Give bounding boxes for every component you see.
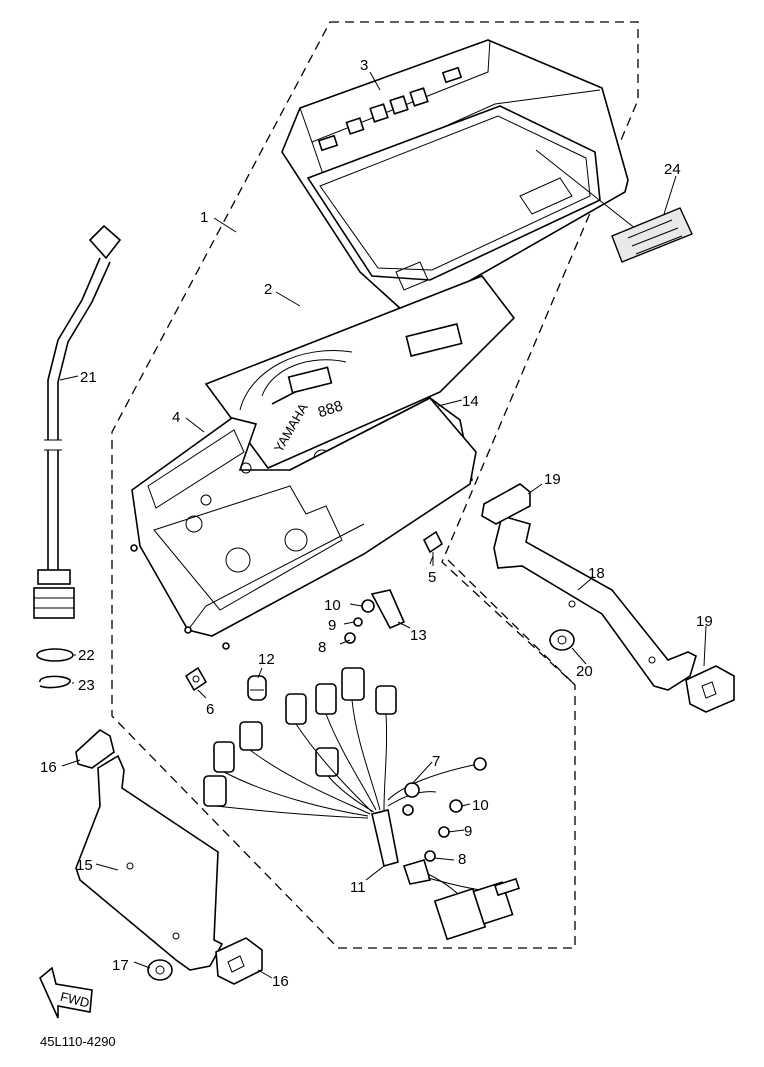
rubber-mount-19b [685, 665, 735, 713]
callout-3: 3 [360, 57, 368, 74]
washer-10b [449, 799, 463, 813]
callout-5: 5 [428, 569, 436, 586]
face-plate: 888 YAMAHA [204, 275, 516, 469]
nut-8b [424, 850, 436, 862]
callout-2: 2 [264, 281, 272, 298]
meter-cover [281, 39, 661, 311]
callout-1: 1 [200, 209, 208, 226]
callout-11: 11 [350, 879, 366, 896]
forward-arrow-icon: FWD [39, 966, 93, 1019]
leader-lines [59, 71, 707, 979]
left-bracket [75, 754, 224, 971]
callout-9b: 9 [464, 823, 472, 840]
callout-20: 20 [576, 663, 593, 680]
callout-16a: 16 [40, 759, 57, 776]
callout-8a: 8 [318, 639, 326, 656]
callout-7: 7 [432, 753, 440, 770]
callout-17: 17 [112, 957, 129, 974]
callout-24: 24 [664, 161, 681, 178]
washer-9b [438, 826, 450, 838]
callout-15: 15 [76, 857, 93, 874]
wire-clip [344, 589, 406, 644]
callout-13: 13 [410, 627, 427, 644]
bulb [247, 675, 267, 701]
callout-4: 4 [172, 409, 180, 426]
callout-19a: 19 [544, 471, 561, 488]
nut-17 [147, 959, 173, 981]
screw-5 [422, 530, 444, 566]
callout-19b: 19 [696, 613, 713, 630]
callout-18: 18 [588, 565, 605, 582]
callout-21: 21 [80, 369, 97, 386]
meter-case [130, 396, 477, 650]
speedometer-cable [33, 224, 122, 619]
rubber-mount-16a [75, 729, 115, 769]
right-bracket [493, 515, 697, 691]
o-ring [36, 648, 74, 662]
callout-8b: 8 [458, 851, 466, 868]
wiring-harness [203, 667, 521, 941]
rubber-mount-19a [481, 483, 531, 525]
callout-16b: 16 [272, 973, 289, 990]
nut-20 [549, 629, 575, 651]
label-plate [611, 207, 693, 263]
callout-12: 12 [258, 651, 275, 668]
callout-6: 6 [206, 701, 214, 718]
circlip [39, 675, 71, 689]
rubber-mount-16b [215, 937, 263, 985]
callout-22: 22 [78, 647, 95, 664]
bulb-socket [184, 666, 208, 692]
callouts: 1 2 3 4 5 6 7 8 8 9 9 10 10 11 12 13 14 … [40, 57, 713, 990]
digit-readout: 888 [316, 397, 345, 421]
assembly-boundary [111, 21, 639, 949]
callout-14: 14 [462, 393, 479, 410]
callout-10b: 10 [472, 797, 489, 814]
callout-9a: 9 [328, 617, 336, 634]
callout-10a: 10 [324, 597, 341, 614]
fwd-label: FWD [59, 989, 91, 1011]
drawing-code: 45L110-4290 [40, 1034, 116, 1049]
callout-23: 23 [78, 677, 95, 694]
